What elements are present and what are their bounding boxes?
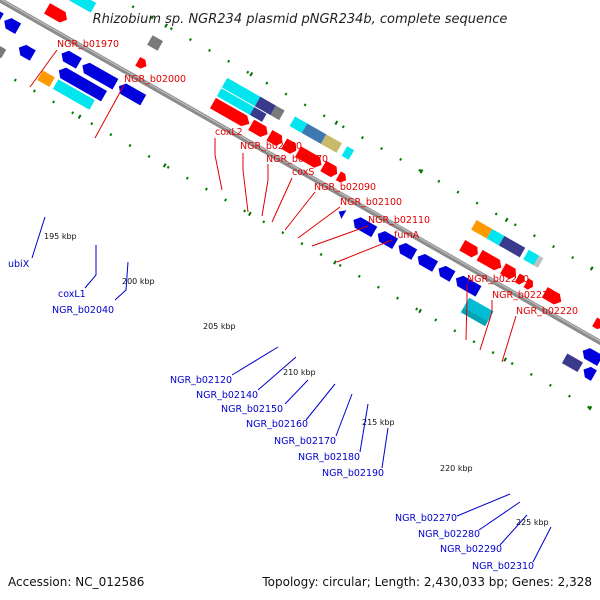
feature-navy	[249, 107, 267, 122]
feature-cyan	[289, 116, 308, 133]
gene-label-reverse: coxL1	[58, 289, 86, 300]
gene-label-reverse: NGR_b02140	[196, 390, 258, 401]
kbp-label: 220 kbp	[440, 464, 473, 473]
topology-stats-text: Topology: circular; Length: 2,430,033 bp…	[261, 575, 592, 589]
accession-text: Accession: NC_012586	[8, 575, 144, 589]
feature-grey	[0, 42, 7, 59]
cds-forward	[266, 130, 283, 146]
feature-orange	[37, 70, 55, 87]
feature-navy	[561, 353, 583, 373]
feature-khaki	[320, 134, 342, 153]
cds-forward	[335, 171, 347, 183]
gene-label-reverse: NGR_b02120	[170, 375, 232, 386]
cds-forward	[500, 263, 517, 280]
cds-forward	[209, 97, 250, 127]
gene-label-reverse: NGR_b02040	[52, 305, 114, 316]
feature-cyan	[486, 228, 505, 246]
cds-reverse	[118, 83, 147, 106]
backbone-highlight	[0, 0, 600, 446]
gene-label-forward: NGR_b02070	[266, 154, 328, 165]
feature-navy	[498, 235, 526, 258]
gene-label-reverse: NGR_b02190	[322, 468, 384, 479]
gene-label-reverse: NGR_b02170	[274, 436, 336, 447]
gene-label-forward: NGR_b01970	[57, 39, 119, 50]
cds-forward	[135, 56, 147, 69]
gene-label-reverse: NGR_b02180	[298, 452, 360, 463]
gene-label-reverse: NGR_b02150	[221, 404, 283, 415]
gene-label-forward: NGR_b02200	[467, 274, 529, 285]
cds-forward	[523, 278, 533, 290]
gene-label-reverse: ubiX	[8, 259, 30, 270]
cds-reverse	[338, 210, 347, 219]
cds-forward	[459, 240, 478, 258]
cds-forward	[592, 317, 600, 330]
cds-forward	[295, 146, 322, 168]
feature-grey	[270, 105, 285, 121]
gene-label-reverse: NGR_b02160	[246, 419, 308, 430]
cds-reverse	[438, 265, 456, 282]
gene-label-forward: fumA	[394, 230, 420, 241]
feature-orange	[471, 220, 493, 239]
feature-cyan	[523, 249, 540, 266]
forward-leader-lines	[29, 49, 517, 363]
cds-reverse	[61, 50, 82, 69]
kbp-label: 200 kbp	[122, 277, 155, 286]
gene-label-forward: NGR_b02000	[124, 74, 186, 85]
feature-navy	[254, 96, 276, 116]
feature-grey	[147, 35, 164, 51]
gene-label-forward: NGR_b02220	[516, 306, 578, 317]
gene-label-forward: coxS	[292, 167, 314, 178]
feature-teal	[463, 297, 494, 321]
feature-cyan	[216, 88, 262, 119]
feature-steel	[301, 123, 327, 144]
cds-reverse	[455, 275, 482, 297]
cds-reverse	[398, 243, 418, 260]
feature-tracks	[0, 0, 600, 502]
cds-forward	[281, 138, 297, 154]
gene-label-forward: NGR_b02090	[314, 182, 376, 193]
backbone	[0, 0, 600, 449]
feature-cyan	[341, 146, 355, 160]
gene-label-forward: coxL2	[215, 127, 243, 138]
gene-label-forward: NGR_b02110	[368, 215, 430, 226]
kbp-label: 195 kbp	[44, 232, 77, 241]
reverse-leader-lines	[31, 216, 552, 563]
gene-label-reverse: NGR_b02280	[418, 529, 480, 540]
gene-label-reverse: NGR_b02270	[395, 513, 457, 524]
cds-forward	[248, 119, 268, 137]
gene-label-reverse: NGR_b02310	[472, 561, 534, 572]
feature-cyan	[69, 0, 97, 13]
cds-reverse	[58, 67, 107, 102]
cds-forward	[541, 287, 562, 305]
kbp-label: 205 kbp	[203, 322, 236, 331]
cds-forward	[514, 273, 525, 285]
feature-cyan-coxL2	[221, 77, 261, 107]
cds-reverse	[582, 348, 600, 366]
kbp-label: 225 kbp	[516, 518, 549, 527]
gene-label-forward: NGR_b02210	[492, 290, 554, 301]
gene-label-forward: NGR_b02100	[340, 197, 402, 208]
cds-reverse	[377, 231, 399, 250]
kbp-label: 210 kbp	[283, 368, 316, 377]
map-title: Rhizobium sp. NGR234 plasmid pNGR234b, c…	[93, 12, 508, 27]
feature-lightgrey	[533, 255, 544, 268]
cds-reverse	[82, 62, 119, 90]
cds-reverse	[417, 253, 439, 272]
cds-reverse	[583, 366, 597, 381]
gene-label-forward: NGR_b02060	[240, 141, 302, 152]
kbp-label: 215 kbp	[362, 418, 395, 427]
feature-cyan-coxL1	[52, 79, 95, 110]
cds-reverse	[18, 44, 36, 61]
cds-reverse	[4, 18, 22, 34]
feature-teal-shadow	[460, 307, 489, 327]
cds-forward	[476, 249, 502, 271]
cds-forward	[44, 3, 67, 23]
cds-forward	[320, 160, 338, 178]
gene-label-reverse: NGR_b02290	[440, 544, 502, 555]
